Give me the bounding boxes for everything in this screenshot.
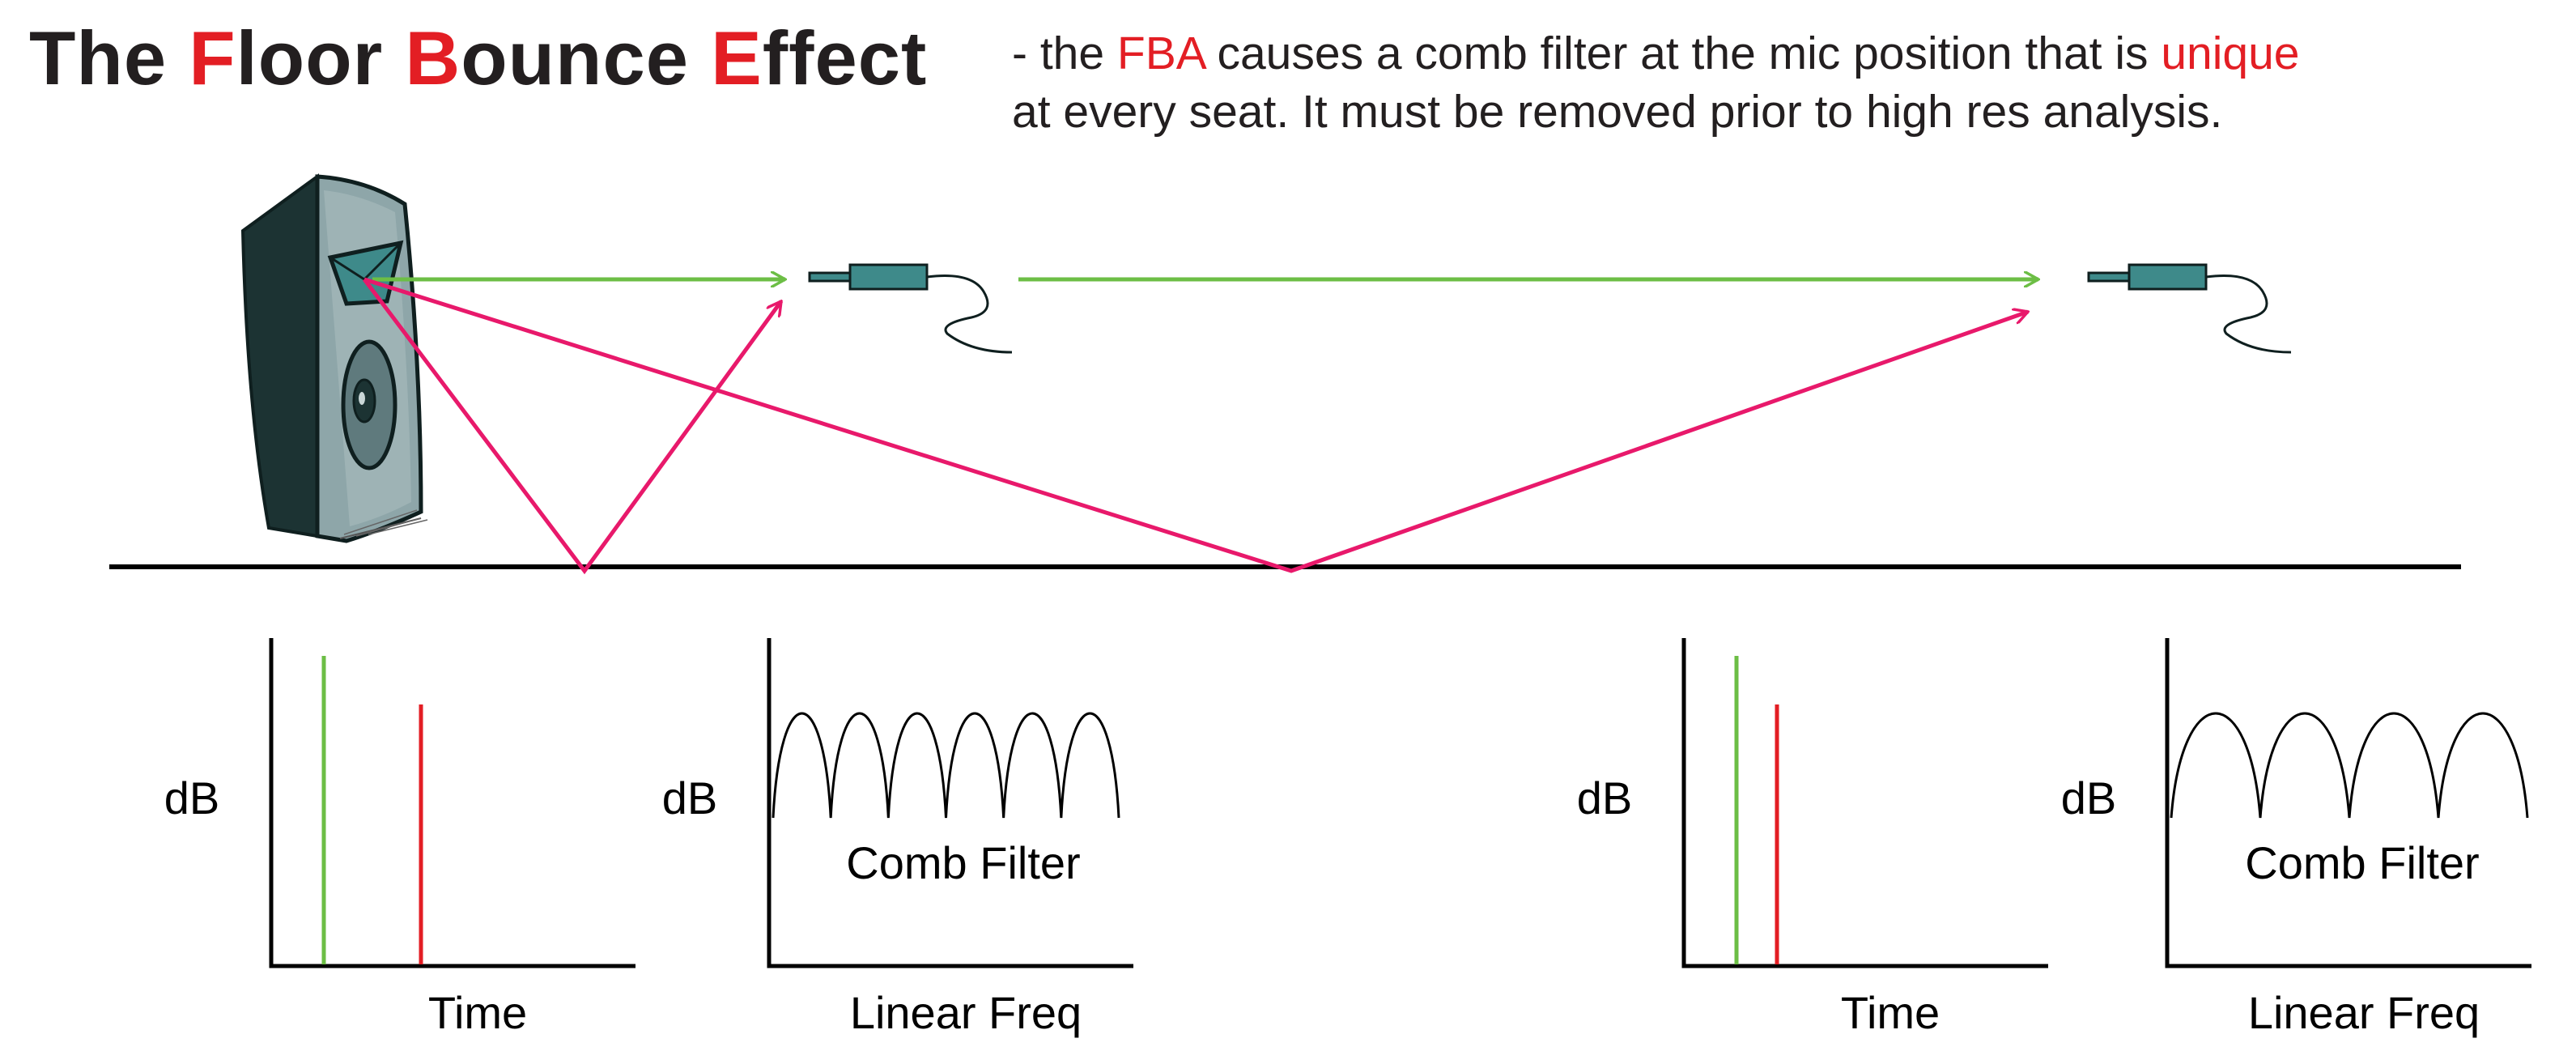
page-title: The Floor Bounce Effect xyxy=(29,15,927,102)
microphone-icon xyxy=(2087,263,2292,354)
y-axis-label: dB xyxy=(164,772,220,824)
graph-axes xyxy=(2165,638,2531,968)
comb-filter-curve xyxy=(772,712,1120,819)
x-axis-label: Linear Freq xyxy=(850,987,1082,1038)
microphone-icon xyxy=(808,263,1013,354)
reflection-path-far xyxy=(363,277,2028,573)
note-part-highlight: FBA xyxy=(1116,28,1205,79)
comb-filter-curve xyxy=(2170,712,2529,819)
freq-graph-near: dB Comb Filter Linear Freq xyxy=(662,638,1133,1038)
freq-graph-far: dB Comb Filter Linear Freq xyxy=(2061,638,2531,1038)
title-part-highlight: E xyxy=(711,15,763,100)
explanation-note: - the FBA causes a comb filter at the mi… xyxy=(1012,24,2300,141)
impulse-graph-far: dB Time xyxy=(1577,638,2048,1038)
y-axis-label: dB xyxy=(1577,772,1633,824)
title-part-text: loor xyxy=(236,15,406,100)
title-part-text: The xyxy=(29,15,189,100)
title-part-highlight: F xyxy=(189,15,236,100)
comb-filter-label: Comb Filter xyxy=(846,837,1080,888)
note-line-2: at every seat. It must be removed prior … xyxy=(1012,86,2223,138)
impulse-graph-near: dB Time xyxy=(164,638,635,1038)
x-axis-label: Time xyxy=(1841,987,1940,1038)
note-part-text: - the xyxy=(1012,28,1117,79)
graph-axes xyxy=(269,638,635,968)
y-axis-label: dB xyxy=(2061,772,2117,824)
title-part-text: ounce xyxy=(461,15,712,100)
note-line-1: - the FBA causes a comb filter at the mi… xyxy=(1012,24,2300,83)
loudspeaker-icon xyxy=(240,173,428,543)
y-axis-label: dB xyxy=(662,772,718,824)
title-part-highlight: B xyxy=(405,15,461,100)
graph-axes xyxy=(767,638,1133,968)
note-part-text: causes a comb filter at the mic position… xyxy=(1204,28,2162,79)
graph-axes xyxy=(1681,638,2048,968)
note-part-highlight: unique xyxy=(2161,28,2300,79)
reflection-path-near xyxy=(363,278,781,575)
x-axis-label: Time xyxy=(428,987,527,1038)
title-part-text: ffect xyxy=(762,15,928,100)
comb-filter-label: Comb Filter xyxy=(2245,837,2479,888)
x-axis-label: Linear Freq xyxy=(2248,987,2480,1038)
